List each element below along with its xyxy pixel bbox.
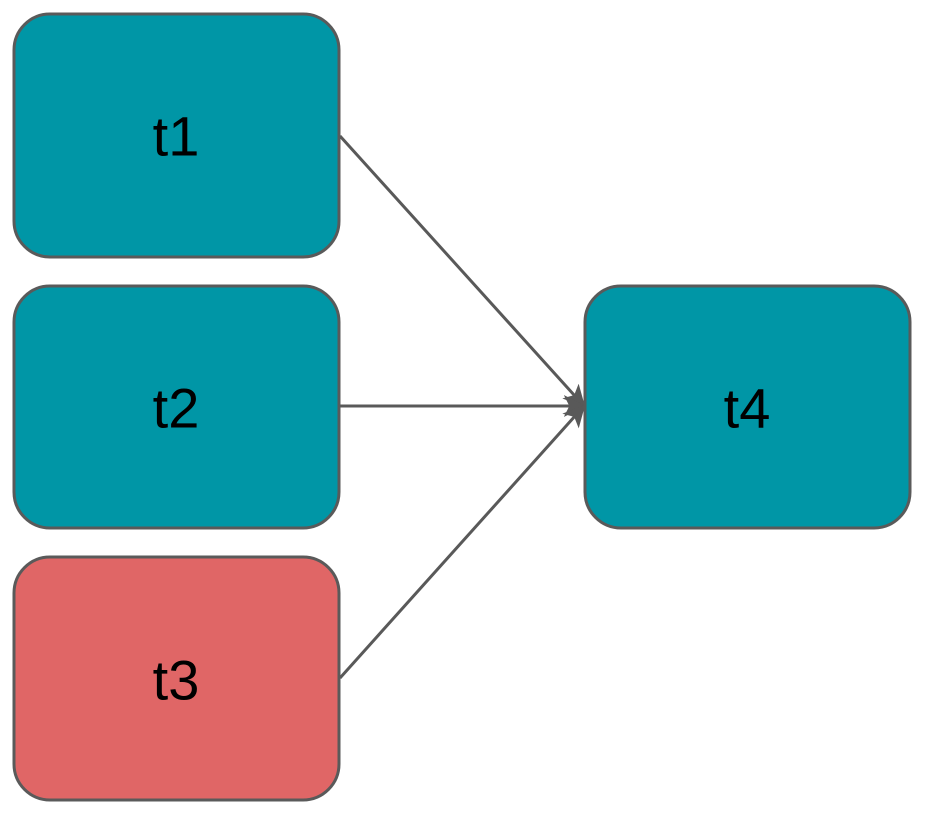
node-t4[interactable]: t4	[583, 284, 912, 530]
node-t1-label: t1	[153, 105, 200, 168]
node-t4-box	[583, 284, 912, 530]
node-t3[interactable]: t3	[12, 555, 341, 802]
edges-layer	[338, 134, 586, 680]
node-t4-label: t4	[724, 377, 771, 440]
edge-t3-t4	[338, 404, 586, 680]
node-t2-label: t2	[153, 377, 200, 440]
node-t3-box	[12, 555, 341, 802]
node-t3-label: t3	[153, 649, 200, 712]
node-t2[interactable]: t2	[12, 284, 341, 530]
node-t1[interactable]: t1	[12, 12, 341, 259]
node-t1-box	[12, 12, 341, 259]
edge-t1-t4	[338, 134, 586, 408]
node-t2-box	[12, 284, 341, 530]
nodes-layer: t1 t2 t3 t4	[12, 12, 912, 802]
